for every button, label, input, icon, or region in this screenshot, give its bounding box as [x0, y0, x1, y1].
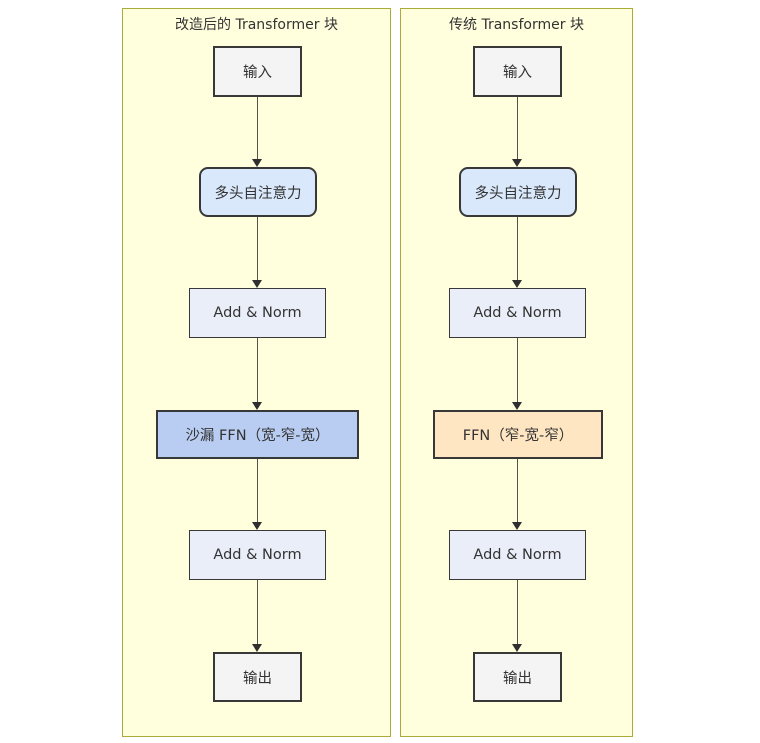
arrow-ffn-to-addnorm — [512, 459, 523, 530]
arrow-addnorm-to-output — [512, 580, 523, 652]
arrow-attention-to-addnorm — [512, 217, 523, 288]
panel-modified-transformer: 改造后的 Transformer 块 输入 多头自注意力 Add & Norm … — [122, 8, 391, 737]
arrowhead-down-icon — [252, 159, 262, 167]
arrow-line — [517, 338, 518, 405]
arrow-line — [257, 459, 258, 525]
node-add-norm-1: Add & Norm — [189, 288, 326, 338]
arrowhead-down-icon — [252, 280, 262, 288]
arrow-line — [257, 580, 258, 647]
node-label: 输出 — [503, 670, 532, 687]
node-label: 多头自注意力 — [214, 185, 302, 202]
panel-traditional-transformer: 传统 Transformer 块 输入 多头自注意力 Add & Norm FF… — [400, 8, 633, 737]
arrow-line — [257, 217, 258, 283]
node-label: Add & Norm — [473, 305, 562, 321]
node-output: 输出 — [213, 652, 302, 702]
node-output: 输出 — [473, 652, 562, 702]
arrowhead-down-icon — [252, 522, 262, 530]
node-label: 输入 — [243, 65, 272, 81]
arrow-ffn-to-addnorm — [252, 459, 263, 530]
node-label: Add & Norm — [213, 547, 302, 563]
arrow-addnorm-to-ffn — [252, 338, 263, 410]
node-multihead-self-attention: 多头自注意力 — [459, 167, 577, 217]
node-add-norm-1: Add & Norm — [449, 288, 586, 338]
arrowhead-down-icon — [512, 522, 522, 530]
node-label: FFN（窄-宽-窄） — [462, 428, 574, 444]
node-add-norm-2: Add & Norm — [449, 530, 586, 580]
panel-title-modified: 改造后的 Transformer 块 — [175, 17, 338, 33]
node-label: 沙漏 FFN（宽-窄-宽） — [185, 428, 330, 444]
arrowhead-down-icon — [252, 402, 262, 410]
arrow-line — [517, 459, 518, 525]
node-label: 多头自注意力 — [474, 185, 562, 202]
node-multihead-self-attention: 多头自注意力 — [199, 167, 317, 217]
node-input: 输入 — [213, 46, 302, 97]
node-label: Add & Norm — [213, 305, 302, 321]
node-hourglass-ffn: 沙漏 FFN（宽-窄-宽） — [156, 410, 359, 459]
arrow-line — [517, 580, 518, 647]
node-label: 输入 — [503, 65, 532, 81]
arrow-attention-to-addnorm — [252, 217, 263, 288]
arrow-addnorm-to-ffn — [512, 338, 523, 410]
arrowhead-down-icon — [512, 280, 522, 288]
arrowhead-down-icon — [512, 159, 522, 167]
arrow-line — [257, 338, 258, 405]
arrow-line — [517, 97, 518, 162]
node-input: 输入 — [473, 46, 562, 97]
panel-title-traditional: 传统 Transformer 块 — [449, 17, 584, 33]
arrowhead-down-icon — [252, 644, 262, 652]
node-label: 输出 — [243, 670, 272, 687]
arrow-input-to-attention — [512, 97, 523, 167]
arrow-line — [517, 217, 518, 283]
arrowhead-down-icon — [512, 644, 522, 652]
arrowhead-down-icon — [512, 402, 522, 410]
node-add-norm-2: Add & Norm — [189, 530, 326, 580]
arrow-addnorm-to-output — [252, 580, 263, 652]
arrow-input-to-attention — [252, 97, 263, 167]
node-classic-ffn: FFN（窄-宽-窄） — [433, 410, 603, 459]
node-label: Add & Norm — [473, 547, 562, 563]
arrow-line — [257, 97, 258, 162]
